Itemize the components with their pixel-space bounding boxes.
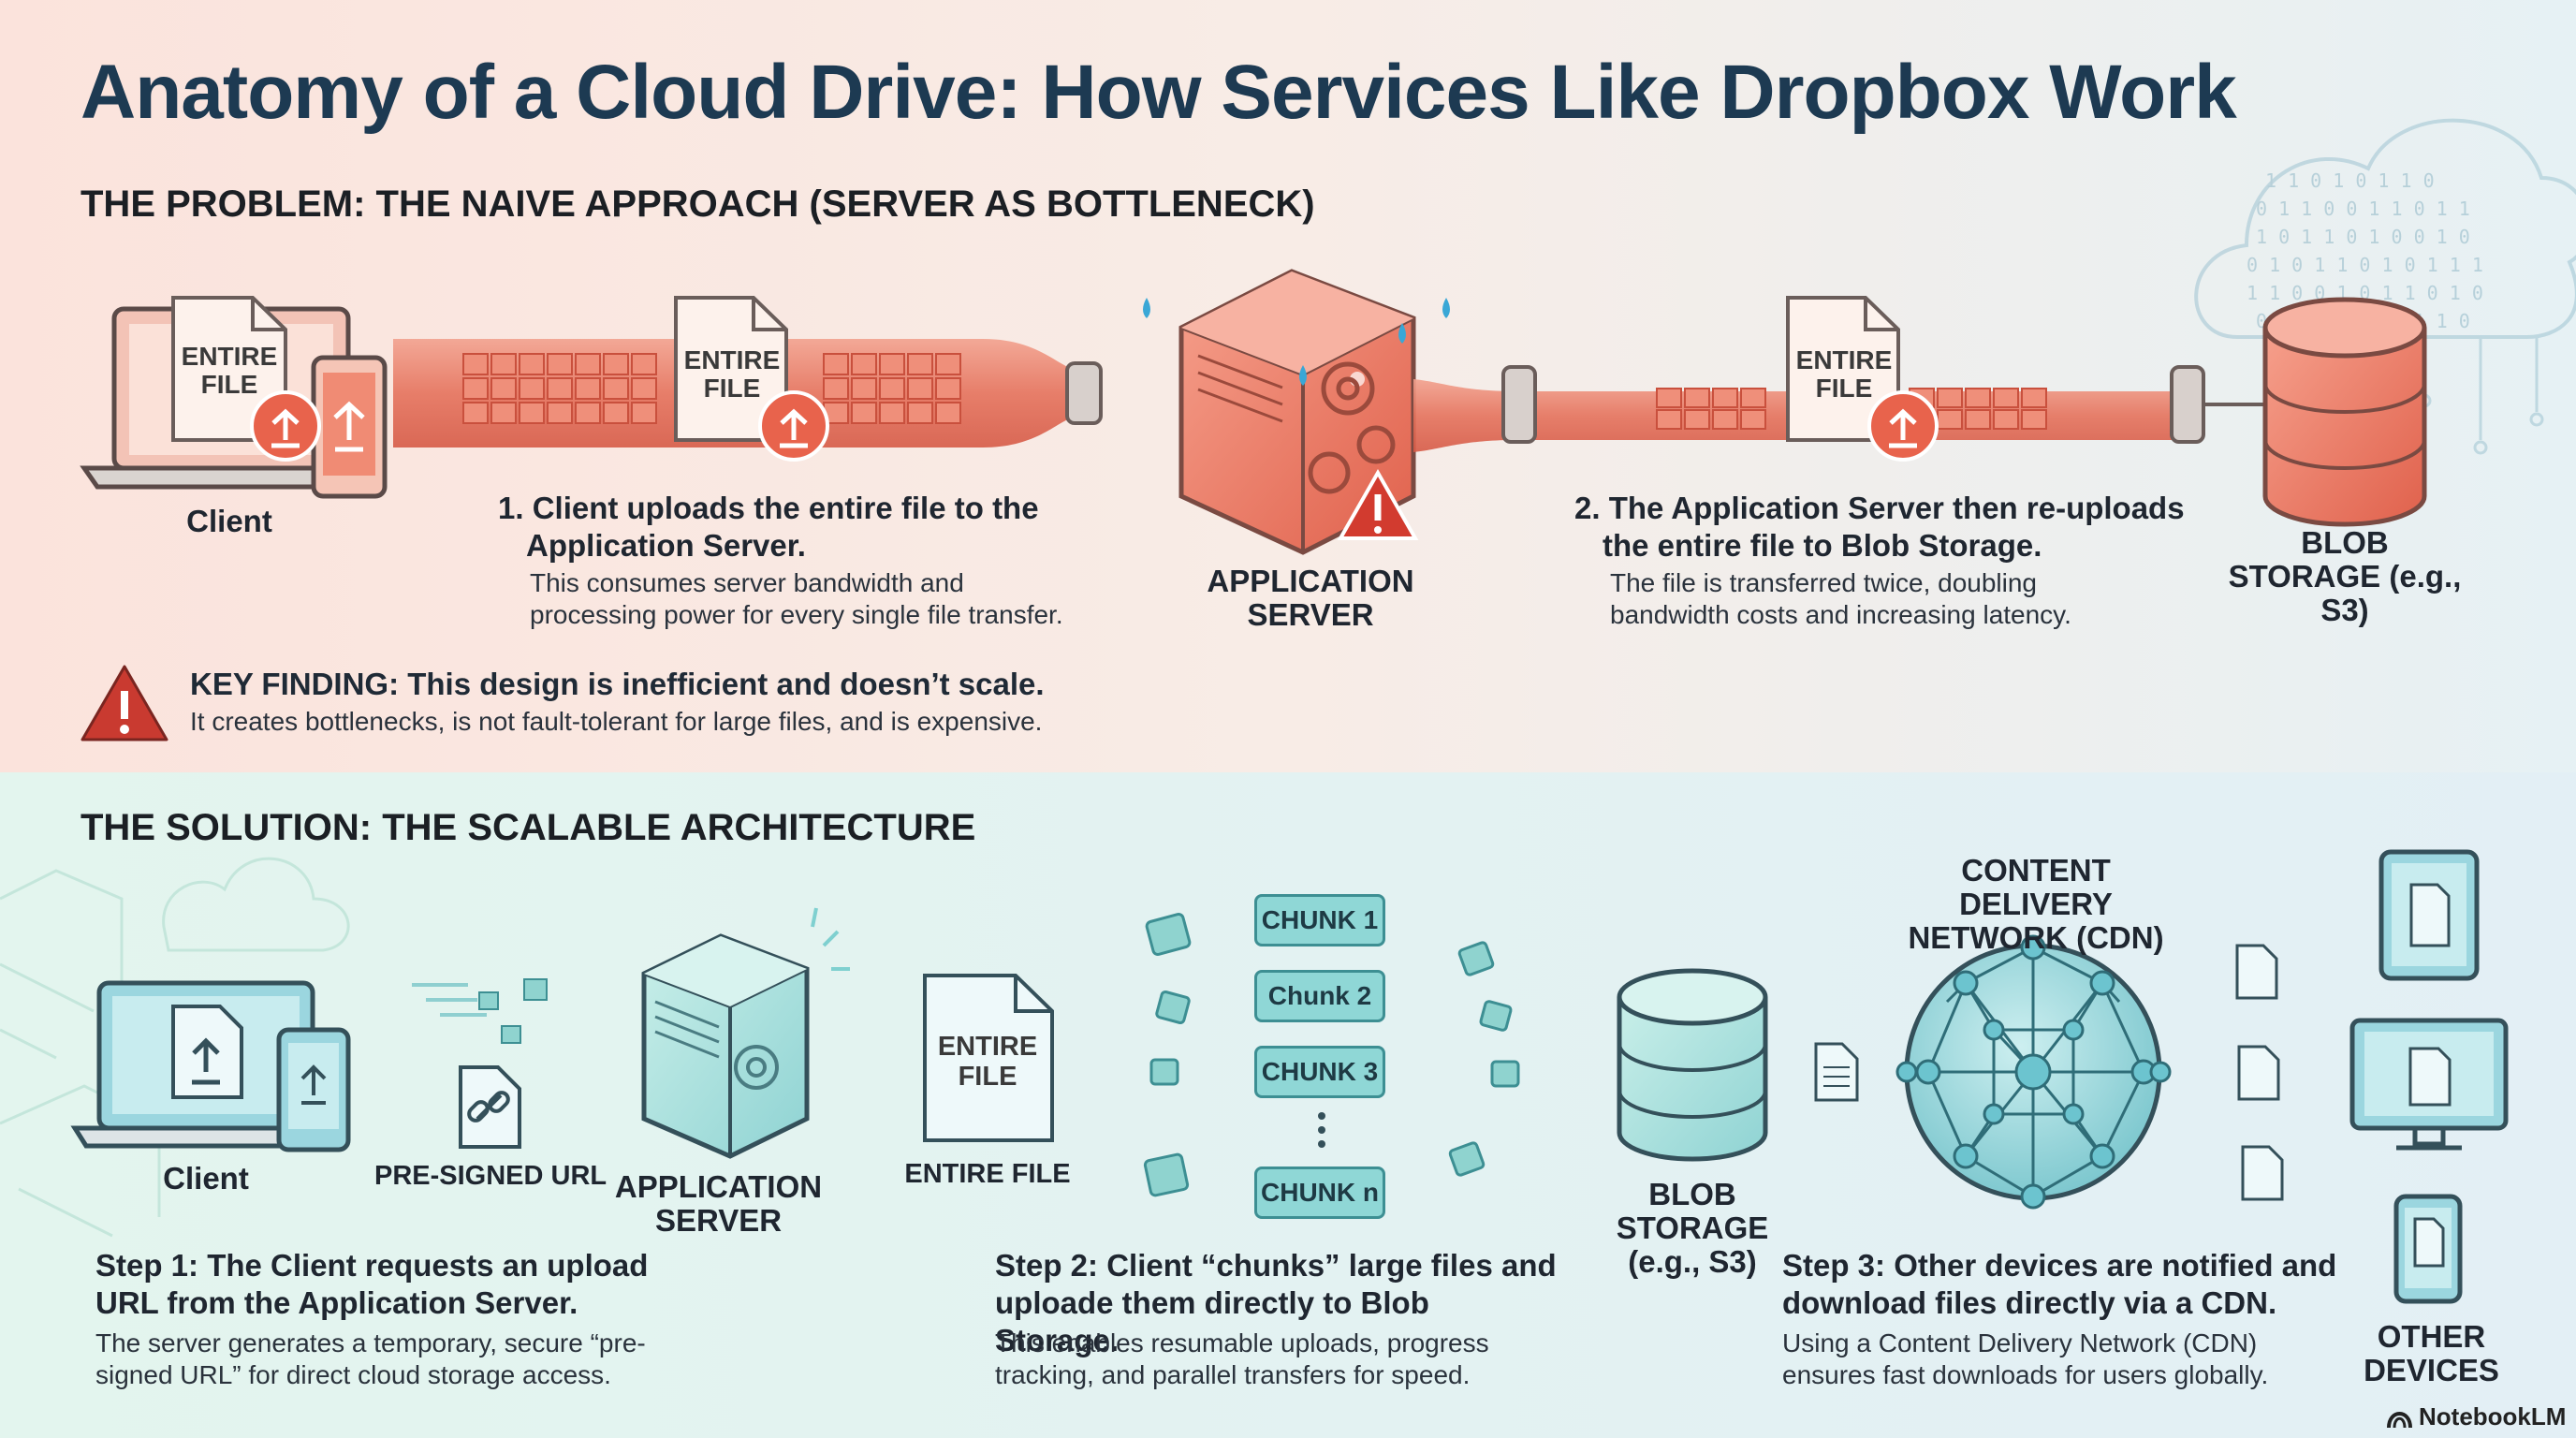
blob-storage-label: BLOB STORAGE (e.g., S3) (2228, 525, 2462, 627)
city-outline (0, 857, 350, 1238)
svg-text:1 0 1 1 0 1 0 0 1 0: 1 0 1 1 0 1 0 0 1 0 (2256, 226, 2470, 248)
server-icon (1178, 269, 1416, 555)
problem-step2-desc: The file is transferred twice, doubling … (1610, 568, 2071, 629)
upload-icon (758, 390, 829, 462)
upload-icon (1867, 390, 1939, 462)
solution-step2-title: Step 2: Client “chunks” large files and … (995, 1248, 1557, 1357)
chunk-fragments (1143, 913, 1520, 1197)
problem-heading: THE PROBLEM: THE NAIVE APPROACH (SERVER … (80, 183, 1315, 225)
solution-step1-desc: The server generates a temporary, secure… (95, 1328, 646, 1389)
solution-step1-title: Step 1: The Client requests an upload UR… (95, 1248, 649, 1320)
database-icon (1617, 968, 1768, 1162)
document-icon (171, 1005, 243, 1099)
entire-file-label: ENTIRE FILE (1795, 345, 1893, 403)
sweat-drops (1143, 298, 1450, 386)
entire-file-label: ENTIRE FILE (181, 342, 278, 399)
link-icon (412, 978, 548, 1149)
app-server-label: APPLICATION SERVER (1207, 564, 1414, 632)
phone-icon (311, 355, 388, 499)
client-label: Client (163, 1161, 249, 1196)
svg-text:0 1 0 1 1 0 1 0 1 1 1: 0 1 0 1 1 0 1 0 1 1 1 (2247, 254, 2483, 276)
document-icon (2235, 944, 2284, 1201)
entire-file-caption: ENTIRE FILE (904, 1159, 1071, 1189)
document-icon (1814, 1042, 1859, 1102)
key-finding-title: KEY FINDING: This design is inefficient … (190, 667, 1045, 701)
chunk-box: CHUNK 1 (1254, 894, 1385, 946)
brand-label: NotebookLM (2419, 1402, 2567, 1431)
notebooklm-logo-icon (2387, 1412, 2412, 1429)
server-icon (641, 907, 850, 1159)
network-globe-icon (1895, 934, 2172, 1210)
phone-icon (276, 1027, 351, 1152)
problem-step1-title: 1. Client uploads the entire file to the… (498, 491, 1039, 563)
solution-step2-desc: This enables resumable uploads, progress… (995, 1328, 1489, 1389)
key-finding-desc: It creates bottlenecks, is not fault-tol… (190, 707, 1043, 736)
document-icon (923, 974, 1054, 1142)
blob-storage-label: BLOB STORAGE (e.g., S3) (1616, 1177, 1769, 1279)
client-label: Client (186, 504, 272, 538)
solution-step3-title: Step 3: Other devices are notified and d… (1782, 1248, 2337, 1320)
svg-text:1 1 0 1 0 1 1 0: 1 1 0 1 0 1 1 0 (2265, 169, 2435, 192)
warning-icon (1337, 468, 1419, 540)
document-icon (1786, 296, 1900, 442)
cdn-label: CONTENT DELIVERY NETWORK (CDN) (1908, 853, 2164, 955)
entire-file-label: ENTIRE FILE (683, 345, 781, 403)
tablet-icon (2378, 849, 2480, 981)
phone-icon (2393, 1194, 2463, 1304)
problem-step1-desc: This consumes server bandwidth and proce… (530, 568, 1063, 629)
monitor-icon (2349, 1018, 2509, 1151)
svg-text:0 1 1 0 0 1 1 0 1 1: 0 1 1 0 0 1 1 0 1 1 (2256, 198, 2470, 220)
app-server-label: APPLICATION SERVER (614, 1169, 823, 1238)
warning-icon (80, 665, 168, 741)
database-icon (2262, 297, 2427, 527)
chunk-ellipsis (1318, 1112, 1325, 1148)
problem-step2-title: 2. The Application Server then re-upload… (1574, 491, 2185, 563)
entire-file-label: ENTIRE FILE (937, 1032, 1038, 1092)
page-title: Anatomy of a Cloud Drive: How Services L… (80, 50, 2237, 135)
solution-heading: THE SOLUTION: THE SCALABLE ARCHITECTURE (80, 807, 976, 848)
chunk-box: CHUNK 3 (1254, 1046, 1385, 1098)
other-devices-label: OTHER DEVICES (2364, 1319, 2499, 1387)
document-icon (674, 296, 788, 442)
gear-icon (1308, 361, 1396, 494)
chunk-box: CHUNK n (1254, 1167, 1385, 1219)
presigned-url-label: PRE-SIGNED URL (374, 1161, 607, 1191)
solution-step3-desc: Using a Content Delivery Network (CDN) e… (1782, 1328, 2269, 1389)
chunk-box: Chunk 2 (1254, 970, 1385, 1022)
upload-icon (250, 390, 321, 462)
